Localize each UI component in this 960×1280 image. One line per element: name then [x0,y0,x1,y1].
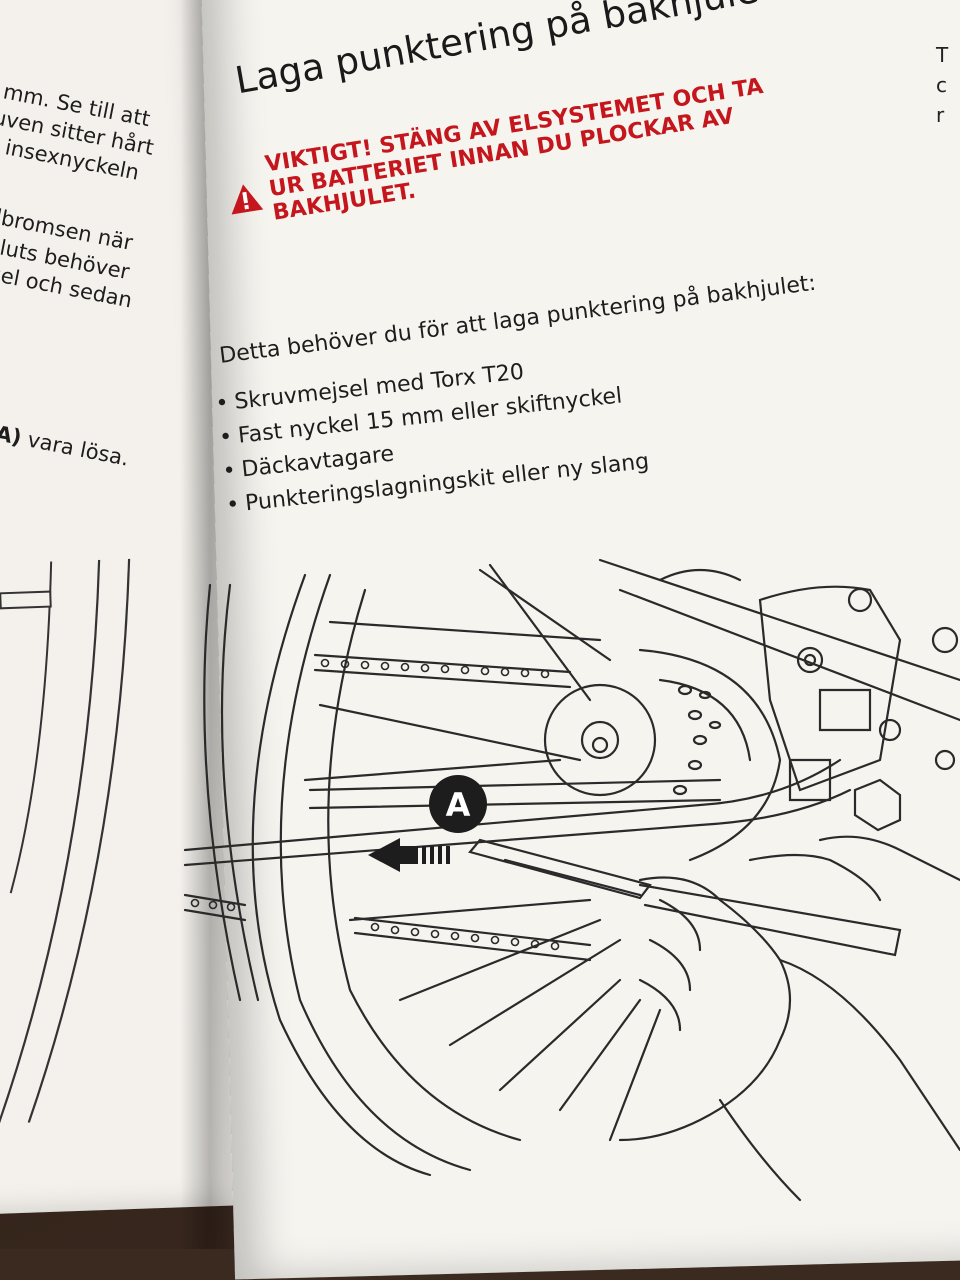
tire-outer [279,573,472,1172]
brake-caliper [758,585,902,792]
screwdriver [468,838,652,900]
rim [327,588,522,1142]
left-page: 5 mm. Se till att ruven sitter hårt n in… [0,0,252,1215]
next-page-char: T [936,43,949,67]
callout-a-label: A [446,786,471,824]
chain-bottom [183,893,247,922]
chain-top [313,653,572,689]
next-page-char: r [936,103,945,127]
hub [543,683,657,797]
next-page-edge: T c r [936,40,960,130]
rear-wheel-illustration: A [183,558,960,1202]
warning-triangle-icon [231,184,264,215]
hand-upper [748,835,960,902]
left-wheel-illustration [0,558,131,1125]
left-arrow-icon [368,838,450,872]
tire-inner [251,573,432,1177]
callout-a: A [429,775,487,833]
hand-lower [618,876,792,1142]
next-page-char: c [936,73,947,97]
axle-nut [853,778,902,832]
brake-disc [638,648,782,862]
warning-block: VIKTIGT! STÄNG AV ELSYSTEMET OCH TA UR B… [224,60,856,226]
